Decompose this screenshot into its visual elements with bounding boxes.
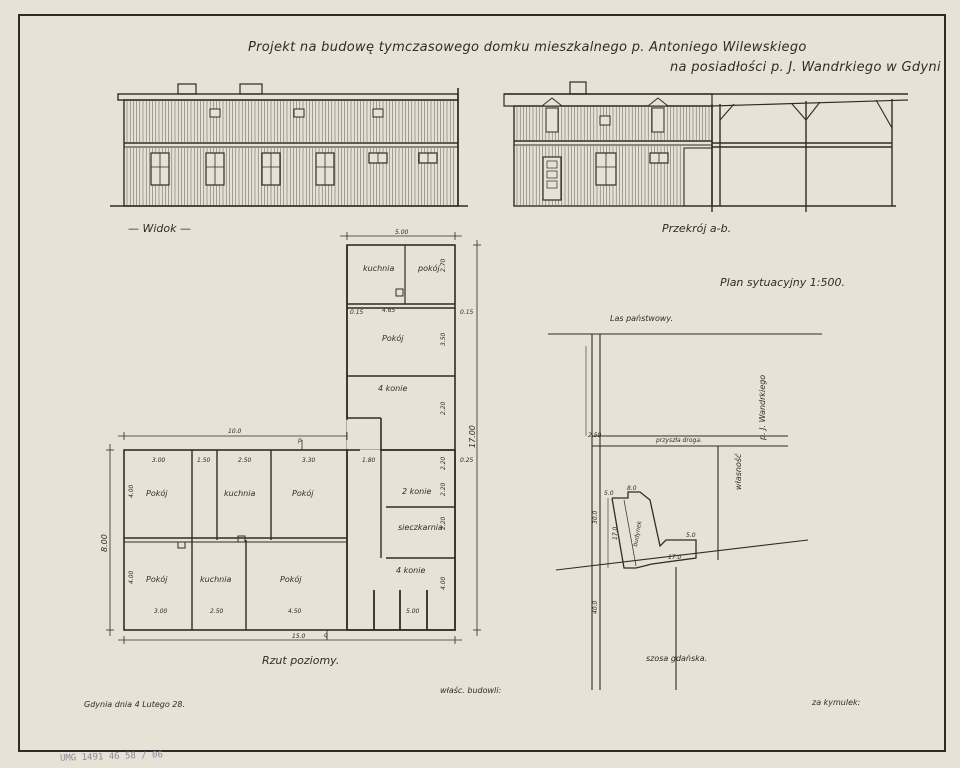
owner-label: p. J. Wandrkiego [758, 374, 767, 440]
site-dim-e: 8.0 [627, 485, 637, 492]
dim-150-total: 15.0 [292, 633, 306, 640]
room-sieczkarnia: sieczkarnia [398, 523, 443, 532]
dim-270: 2.70 [440, 258, 447, 272]
site-dim-g: 17.0 [668, 554, 682, 561]
neighbor-label: własność [734, 453, 743, 490]
dim-220c: 2.20 [440, 482, 447, 496]
site-dim-b: 30.0 [592, 510, 599, 524]
site-dim-d: 5.0 [604, 490, 614, 497]
room-2-konie: 2 konie [402, 487, 432, 496]
dim-400-right: 4.00 [440, 576, 447, 590]
dim-400a: 4.00 [128, 484, 135, 498]
dim-350: 3.50 [440, 332, 447, 346]
front-view-text: Widok [142, 222, 177, 235]
dim-220b: 2.20 [440, 456, 447, 470]
dim-025: 0.25 [460, 457, 474, 464]
dim-015a: 0.15 [350, 309, 364, 316]
forest-label: Las państwowy. [610, 314, 674, 323]
floor-plan-label: Rzut poziomy. [262, 654, 340, 667]
floor-plan [106, 232, 481, 644]
section-elevation [503, 81, 909, 212]
dim-top-width: 5.00 [395, 229, 409, 236]
site-dim-c: 40.0 [592, 600, 599, 614]
dim-015b: 0.15 [460, 309, 474, 316]
dim-300-bottom: 3.00 [154, 608, 168, 615]
room-pokoj-top: pokój [418, 264, 440, 273]
room-kuchnia-top: kuchnia [363, 264, 395, 273]
dim-300-top: 3.00 [152, 457, 166, 464]
section-view-label: Przekrój a-b. [662, 222, 732, 235]
room-kuchnia-b: kuchnia [200, 575, 232, 584]
dim-180: 1.80 [362, 457, 376, 464]
dim-250-top: 2.50 [238, 457, 252, 464]
dim-250-bottom: 2.50 [210, 608, 224, 615]
dim-465: 4.65 [382, 307, 396, 314]
dim-330: 3.30 [302, 457, 316, 464]
site-plan-label: Plan sytuacyjny 1:500. [720, 276, 845, 289]
room-kuchnia-a: kuchnia [224, 489, 256, 498]
dim-500: 5.00 [406, 608, 420, 615]
dim-800: 8.00 [100, 534, 109, 552]
site-plan [548, 333, 822, 690]
cut-mark-q: q [324, 632, 328, 639]
front-view-label: — Widok — [128, 222, 192, 235]
dim-220a: 2.20 [440, 401, 447, 415]
road-label: szosa gdańska. [646, 654, 708, 663]
footer-owner-signature: właśc. budowli: [440, 686, 502, 695]
title-line-2: na posiadłości p. J. Wandrkiego w Gdyni [670, 60, 941, 75]
site-dim-f: 17.0 [612, 526, 619, 540]
site-dim-h: 5.0 [686, 532, 696, 539]
room-pokoj-mid: Pokój [382, 334, 404, 343]
room-pokoj-b: Pokój [292, 489, 314, 498]
dim-450: 4.50 [288, 608, 302, 615]
sheet-border [18, 14, 946, 752]
dim-150: 1.50 [197, 457, 211, 464]
dim-220d: 2.20 [440, 516, 447, 530]
room-pokoj-d: Pokój [280, 575, 302, 584]
dim-wing: 10.0 [228, 428, 242, 435]
cut-mark-p: p [298, 437, 302, 444]
room-pokoj-a: Pokój [146, 489, 168, 498]
site-dim-a: 2.50 [588, 432, 602, 439]
footer-builder-signature: za kymulek: [812, 698, 861, 707]
front-elevation [110, 83, 468, 207]
dim-1700: 17.00 [468, 425, 477, 448]
room-4-konie-lower: 4 konie [396, 566, 426, 575]
road-note-label: przyszła droga. [656, 437, 702, 444]
footer-date: Gdynia dnia 4 Lutego 28. [84, 700, 186, 709]
room-4-konie-upper: 4 konie [378, 384, 408, 393]
title-line-1: Projekt na budowę tymczasowego domku mie… [248, 40, 807, 55]
dim-400b: 4.00 [128, 570, 135, 584]
room-pokoj-c: Pokój [146, 575, 168, 584]
